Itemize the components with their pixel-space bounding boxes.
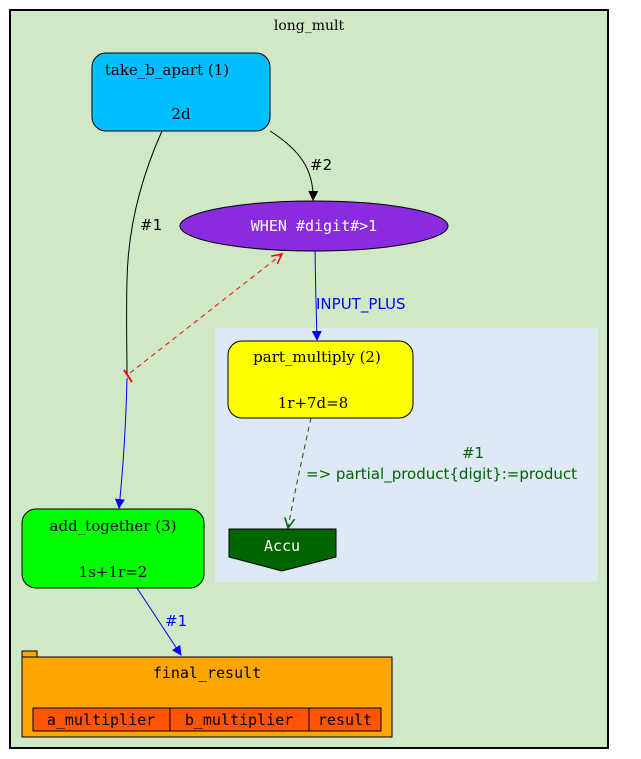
edge-label-1: #1 — [140, 216, 162, 234]
edge-part-to-accu — [288, 417, 312, 528]
node-part-multiply-sub: 1r+7d=8 — [278, 394, 349, 412]
edge-take-to-when — [269, 130, 319, 201]
edge-split-to-add — [114, 377, 128, 509]
node-when-label: WHEN #digit#>1 — [251, 217, 377, 235]
node-final-result-title: final_result — [153, 664, 261, 682]
node-final-result[interactable]: final_result a_multiplier b_multiplier r… — [21, 650, 393, 738]
edge-take-to-split — [126, 130, 163, 376]
node-accu[interactable]: Accu — [228, 528, 337, 572]
cluster-title: long_mult — [274, 18, 345, 34]
edge-add-to-final — [136, 587, 182, 656]
final-result-col-result: result — [318, 711, 372, 729]
edge-label-accu-2: => partial_product{digit}:=product — [306, 465, 577, 484]
edge-label-input-plus: INPUT_PLUS — [316, 295, 406, 314]
node-take-b-apart-title: take_b_apart (1) — [105, 61, 229, 79]
node-take-b-apart[interactable]: take_b_apart (1) 2d — [91, 52, 271, 132]
split-tee-mark — [123, 369, 133, 383]
node-when[interactable]: WHEN #digit#>1 — [179, 200, 449, 252]
node-add-together[interactable]: add_together (3) 1s+1r=2 — [21, 508, 205, 589]
edge-label-final: #1 — [165, 612, 187, 630]
node-accu-label: Accu — [264, 537, 300, 555]
node-take-b-apart-sub: 2d — [171, 105, 191, 123]
node-add-together-sub: 1s+1r=2 — [79, 563, 148, 581]
edge-label-2: #2 — [310, 156, 332, 174]
edge-label-accu-1: #1 — [462, 444, 484, 462]
final-result-col-a-multiplier: a_multiplier — [47, 711, 155, 729]
final-result-col-b-multiplier: b_multiplier — [185, 711, 293, 729]
node-part-multiply[interactable]: part_multiply (2) 1r+7d=8 — [227, 340, 414, 419]
node-add-together-title: add_together (3) — [50, 517, 177, 535]
node-part-multiply-title: part_multiply (2) — [253, 348, 381, 366]
final-result-cell-2 — [308, 707, 382, 732]
